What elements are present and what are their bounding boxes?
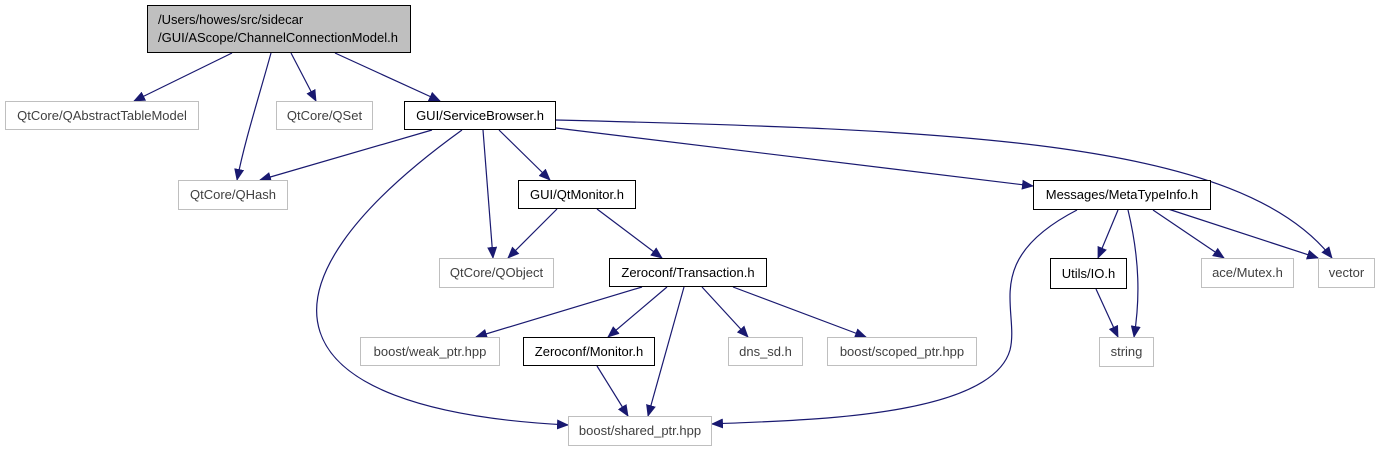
edge-root-qset — [290, 52, 317, 102]
node-qabstracttablemodel[interactable]: QtCore/QAbstractTableModel — [5, 101, 199, 130]
edge-servicebrowser-qobject — [482, 129, 498, 259]
edge-servicebrowser-qhash — [259, 129, 433, 182]
node-scopedptr[interactable]: boost/scoped_ptr.hpp — [827, 337, 977, 366]
edge-transaction-zcmonitor — [607, 286, 668, 338]
node-qtmonitor[interactable]: GUI/QtMonitor.h — [518, 180, 636, 209]
node-weakptr[interactable]: boost/weak_ptr.hpp — [360, 337, 500, 366]
edge-utilsio-string — [1095, 288, 1119, 338]
edge-root-qabstracttablemodel — [133, 52, 233, 102]
node-zcmonitor[interactable]: Zeroconf/Monitor.h — [523, 337, 655, 366]
edge-servicebrowser-metatypeinfo — [555, 127, 1034, 190]
edge-qtmonitor-transaction — [596, 208, 663, 259]
node-utilsio[interactable]: Utils/IO.h — [1050, 258, 1127, 289]
edge-metatypeinfo-sharedptr — [711, 209, 1078, 429]
node-transaction[interactable]: Zeroconf/Transaction.h — [609, 258, 767, 287]
root-node-line2: /GUI/AScope/ChannelConnectionModel.h — [158, 30, 398, 45]
node-servicebrowser[interactable]: GUI/ServiceBrowser.h — [404, 101, 556, 130]
node-vector[interactable]: vector — [1318, 258, 1375, 288]
root-node[interactable]: /Users/howes/src/sidecar /GUI/AScope/Cha… — [147, 5, 411, 53]
root-node-line1: /Users/howes/src/sidecar — [158, 12, 304, 27]
edge-transaction-weakptr — [475, 286, 643, 339]
node-acemutex[interactable]: ace/Mutex.h — [1201, 258, 1294, 288]
node-metatypeinfo[interactable]: Messages/MetaTypeInfo.h — [1033, 180, 1211, 210]
node-qobject[interactable]: QtCore/QObject — [439, 258, 554, 288]
edge-metatypeinfo-string — [1127, 209, 1141, 338]
edge-root-servicebrowser — [334, 52, 441, 102]
edge-servicebrowser-sharedptr — [316, 129, 569, 430]
node-string[interactable]: string — [1099, 337, 1154, 367]
edge-servicebrowser-qtmonitor — [498, 129, 551, 181]
edge-qtmonitor-qobject — [507, 208, 558, 259]
edge-servicebrowser-vector — [555, 119, 1333, 259]
node-dnssd[interactable]: dns_sd.h — [728, 337, 803, 366]
node-qset[interactable]: QtCore/QSet — [276, 101, 373, 130]
edge-transaction-dnssd — [701, 286, 749, 338]
edge-zcmonitor-sharedptr — [596, 365, 629, 417]
node-sharedptr[interactable]: boost/shared_ptr.hpp — [568, 416, 712, 446]
node-qhash[interactable]: QtCore/QHash — [178, 180, 288, 210]
edge-metatypeinfo-acemutex — [1152, 209, 1225, 259]
edge-root-qhash — [234, 52, 272, 181]
edge-metatypeinfo-vector — [1164, 207, 1319, 260]
edge-transaction-scopedptr — [732, 286, 867, 338]
edge-metatypeinfo-utilsio — [1097, 209, 1119, 259]
edge-transaction-sharedptr — [646, 286, 685, 417]
